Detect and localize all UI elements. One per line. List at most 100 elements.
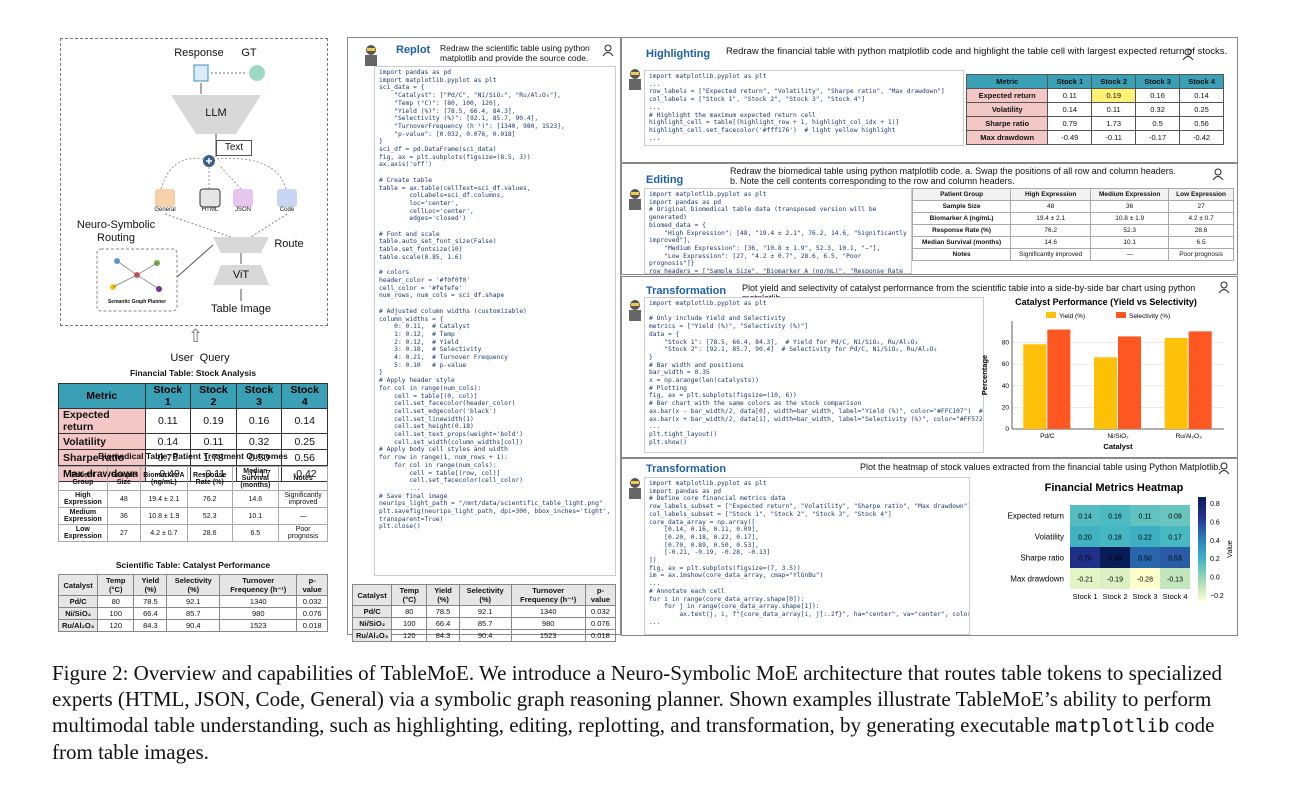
cell-label: 0.20: [1078, 535, 1092, 542]
x-tick-label: Pd/C: [1040, 433, 1055, 440]
route-shape: [213, 237, 269, 253]
vit-shape: [213, 265, 269, 285]
colorbar-tick: 0.6: [1210, 519, 1220, 526]
row-label: Expected return: [1008, 512, 1064, 521]
caption-text-2: code from table images.: [52, 713, 1215, 764]
replot-desc: Redraw the scientific table using python…: [440, 43, 590, 63]
heatmap-cell: [1070, 568, 1100, 589]
cell-label: -0.19: [1107, 577, 1123, 584]
text-box: Text: [216, 140, 252, 156]
cell-label: 0.22: [1138, 535, 1152, 542]
architecture-diagram: Response GT: [60, 38, 328, 326]
general-expert-icon: [155, 189, 175, 207]
gt-label: GT: [241, 47, 257, 59]
cell-label: 0.18: [1108, 535, 1122, 542]
chart-title: Catalyst Performance (Yield vs Selectivi…: [1015, 297, 1197, 307]
heatmap-cell: [1160, 568, 1190, 589]
editing-title: Editing: [646, 174, 684, 186]
bar: [1164, 337, 1188, 429]
editing-code: import matplotlib.pyplot as plt import p…: [644, 188, 912, 274]
cell-label: 0.11: [1138, 514, 1151, 521]
heatmap-cell: [1100, 526, 1130, 547]
highlighting-panel: Highlighting Redraw the financial table …: [621, 37, 1238, 163]
cell-label: -0.21: [1077, 577, 1093, 584]
transformation-heatmap-panel: Transformation Plot the heatmap of stock…: [621, 458, 1238, 636]
colorbar-tick: 0.0: [1210, 575, 1220, 582]
heatmap-cell: [1100, 547, 1130, 568]
architecture-lines: [96, 64, 297, 312]
editing-panel: Editing Redraw the biomedical table usin…: [621, 163, 1238, 275]
highlighted-cell: 0.19: [1091, 88, 1137, 103]
financial-table-title: Financial Table: Stock Analysis: [129, 368, 257, 378]
colorbar-tick: −0.2: [1210, 593, 1224, 600]
replot-panel: Replot Redraw the scientific table using…: [347, 37, 621, 642]
heatmap-cell: [1100, 505, 1130, 526]
bar-chart: Catalyst Performance (Yield vs Selectivi…: [980, 297, 1224, 451]
highlighting-title: Highlighting: [646, 48, 711, 60]
heatmap-cell: [1160, 526, 1190, 547]
llm-label: LLM: [205, 107, 227, 119]
cell-label: 0.50: [1138, 556, 1152, 563]
json-expert-icon: [233, 189, 253, 207]
y-tick-label: 60: [1002, 361, 1010, 368]
expert-json-label: JSON: [234, 207, 251, 213]
gt-icon: [249, 65, 265, 81]
column-label: Stock 3: [1132, 592, 1157, 601]
bar: [1188, 331, 1212, 429]
up-arrow-icon: ⇧: [188, 326, 204, 346]
cell-label: 0.09: [1168, 514, 1182, 521]
replot-title: Replot: [396, 44, 431, 56]
cell-label: 0.14: [1078, 514, 1092, 521]
code-expert-icon: [277, 189, 297, 207]
row-label: Max drawdown: [1010, 575, 1064, 584]
user-query-label: User Query: [170, 352, 230, 364]
legend-swatch: [1116, 312, 1126, 318]
y-tick-label: 20: [1002, 404, 1010, 411]
robot-icon: [629, 69, 641, 90]
response-label: Response: [174, 47, 224, 59]
transformation-bar-panel: Transformation Plot yield and selectivit…: [621, 276, 1238, 458]
bar: [1023, 344, 1047, 429]
highlighting-code: import matplotlib.pyplot as plt ... row_…: [644, 70, 964, 146]
heatmap-cell: [1160, 547, 1190, 568]
cell-label: 0.89: [1108, 556, 1122, 563]
row-label: Volatility: [1035, 533, 1064, 542]
replot-code: import pandas as pd import matplotlib.py…: [374, 66, 616, 576]
column-label: Stock 1: [1072, 592, 1097, 601]
colorbar-label: Value: [1227, 540, 1234, 557]
column-label: Stock 2: [1102, 592, 1127, 601]
colorbar-tick: 0.2: [1210, 556, 1220, 563]
user-icon: [1212, 168, 1224, 180]
y-tick-label: 0: [1005, 426, 1009, 433]
heatmap-cell: [1130, 505, 1160, 526]
y-tick-label: 80: [1002, 340, 1010, 347]
robot-icon: [629, 189, 641, 210]
transformation-heatmap-code: import matplotlib.pyplot as plt import p…: [644, 477, 970, 635]
heatmap-cell: [1070, 547, 1100, 568]
response-icon: [193, 64, 209, 82]
transformation-bar-code: import matplotlib.pyplot as plt # Only i…: [644, 297, 984, 453]
transformation-desc: Plot the heatmap of stock values extract…: [860, 462, 1221, 472]
legend-label: Selectivity (%): [1129, 313, 1170, 320]
user-icon: [1218, 462, 1230, 474]
expert-code-label: Code: [279, 207, 295, 213]
bar: [1093, 357, 1117, 429]
highlighting-desc: Redraw the financial table with python m…: [726, 46, 1228, 57]
bar: [1118, 336, 1142, 429]
y-tick-label: 40: [1002, 383, 1010, 390]
neuro-symbolic-routing-label: Neuro-Symbolic Routing: [76, 219, 156, 244]
x-tick-label: Ru/Al₂O₃: [1176, 433, 1202, 440]
html-expert-icon: [199, 188, 221, 208]
expert-general-label: General: [154, 207, 176, 213]
table-image-label: Table Image: [211, 303, 271, 315]
heatmap-cell: [1070, 505, 1100, 526]
biomedical-table-title: Biomedical Table: Patient Treatment Outc…: [98, 451, 288, 461]
caption-code: matplotlib: [1055, 715, 1170, 737]
robot-icon: [629, 300, 641, 321]
editing-desc: Redraw the biomedical table using python…: [730, 166, 1176, 186]
